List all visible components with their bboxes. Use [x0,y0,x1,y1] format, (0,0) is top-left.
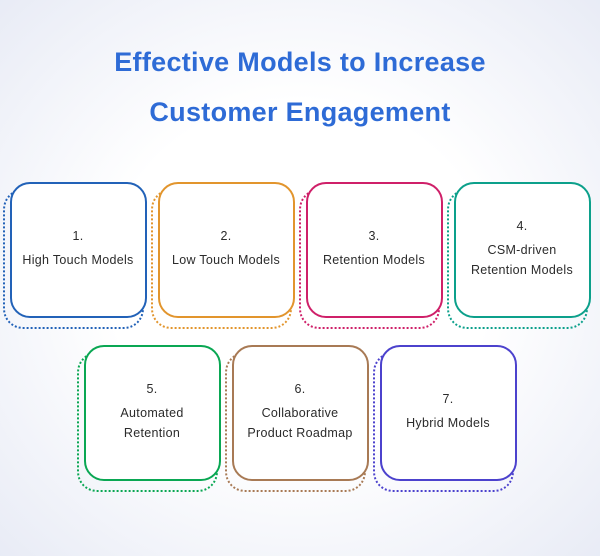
card-number: 1. [72,229,84,244]
card-label: High Touch Models [22,253,134,268]
card-label: Automated Retention [120,405,184,441]
card-number: 7. [442,392,454,407]
card-high-touch-models: 1. High Touch Models [2,181,147,329]
card-number: 2. [220,229,232,244]
card-collaborative-product-roadmap: 6. Collaborative Product Roadmap [224,344,369,492]
card-number: 4. [516,218,528,233]
card-low-touch-models: 2. Low Touch Models [150,181,295,329]
card-label: Retention Models [322,253,426,268]
card-retention-models: 3. Retention Models [298,181,443,329]
card-csm-driven-retention-models: 4. CSM-driven Retention Models [446,181,591,329]
card-number: 6. [294,381,306,396]
card-number: 3. [368,229,380,244]
page-title: Effective Models to Increase Customer En… [0,38,600,138]
card-label: Collaborative Product Roadmap [247,405,353,441]
cards-row-top: 1. High Touch Models 2. Low Touch Models… [0,181,600,329]
title-line-2: Customer Engagement [149,96,451,127]
cards-row-bottom: 5. Automated Retention 6. Collaborative … [0,344,600,492]
card-hybrid-models: 7. Hybrid Models [372,344,517,492]
card-label: Hybrid Models [406,416,490,431]
card-number: 5. [146,381,158,396]
card-label: CSM-driven Retention Models [470,242,574,278]
card-automated-retention: 5. Automated Retention [76,344,221,492]
title-line-1: Effective Models to Increase [114,47,486,77]
card-label: Low Touch Models [171,253,281,268]
